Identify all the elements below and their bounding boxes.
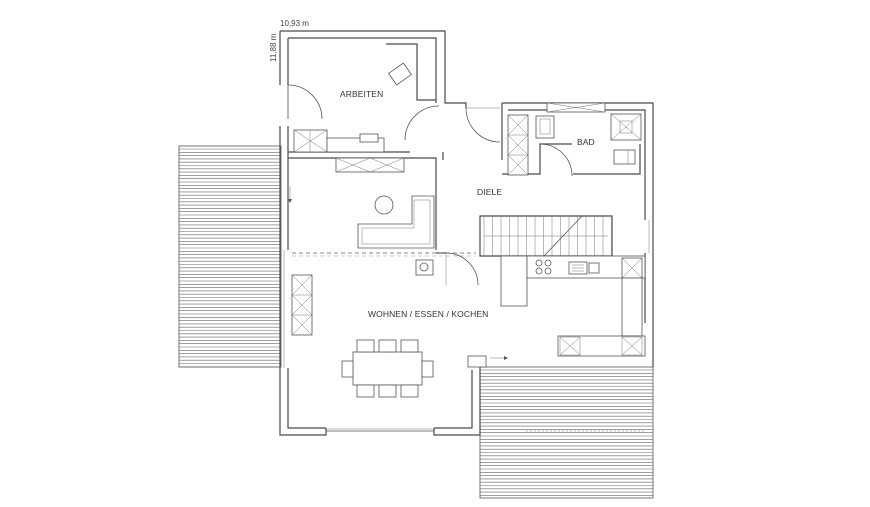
room-label-bad: BAD <box>577 137 595 147</box>
left-terrace-boards <box>179 148 281 368</box>
left-terrace <box>178 145 282 368</box>
room-label-arbeiten: ARBEITEN <box>340 89 383 99</box>
bottom-terrace-boards <box>480 369 653 496</box>
room-label-diele: DIELE <box>477 187 502 197</box>
study-furniture <box>293 62 412 153</box>
staircase <box>483 215 612 257</box>
exterior-walls <box>279 30 654 436</box>
dimension-depth: 11,88 m <box>269 33 278 62</box>
bottom-terrace <box>479 366 654 499</box>
door-swings <box>287 84 573 286</box>
dimension-width: 10,93 m <box>280 19 309 28</box>
living-furniture <box>291 157 435 398</box>
bath-furniture <box>507 102 642 176</box>
kitchen <box>467 255 646 368</box>
room-label-wohnen: WOHNEN / ESSEN / KOCHEN <box>368 309 488 319</box>
